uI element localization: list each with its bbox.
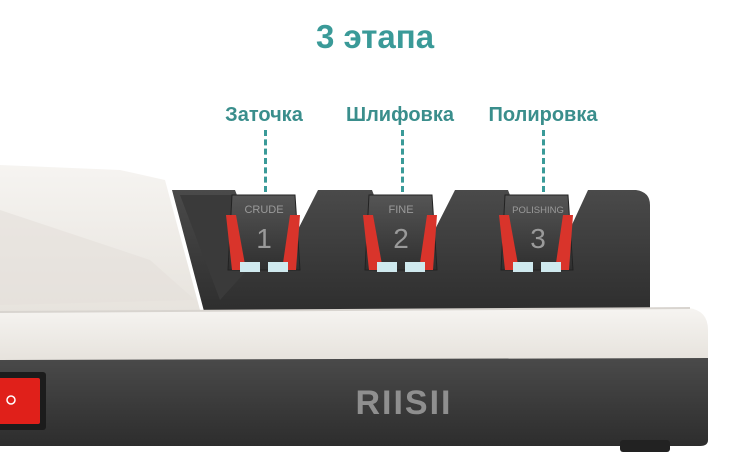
slot-name-fine: FINE — [388, 204, 413, 216]
dashed-pointer-2 — [401, 130, 404, 192]
page-title: 3 этапа — [315, 18, 435, 55]
stage-label-sharpening: Заточка — [225, 104, 303, 126]
slot-number-1: 1 — [256, 223, 272, 254]
housing-band — [0, 308, 708, 362]
slot-name-crude: CRUDE — [244, 204, 283, 216]
slot-name-polishing: POLISHING — [512, 205, 564, 216]
slot-cartridge-1: CRUDE 1 — [226, 194, 301, 272]
dashed-pointer-1 — [264, 130, 267, 192]
slot-cartridge-2: FINE 2 — [363, 194, 438, 272]
brand-logo: RIISII — [355, 384, 452, 422]
base — [0, 358, 708, 446]
stage-label-grinding: Шлифовка — [346, 104, 454, 126]
power-switch-icon[interactable] — [0, 378, 40, 424]
slot-number-3: 3 — [530, 223, 546, 254]
slot-block — [172, 190, 650, 315]
dashed-pointer-3 — [542, 130, 545, 192]
stage-label-polishing: Полировка — [488, 104, 598, 126]
power-switch[interactable] — [0, 372, 46, 430]
slot-cartridge-3: POLISHING 3 — [499, 194, 574, 272]
slot-number-2: 2 — [393, 223, 409, 254]
